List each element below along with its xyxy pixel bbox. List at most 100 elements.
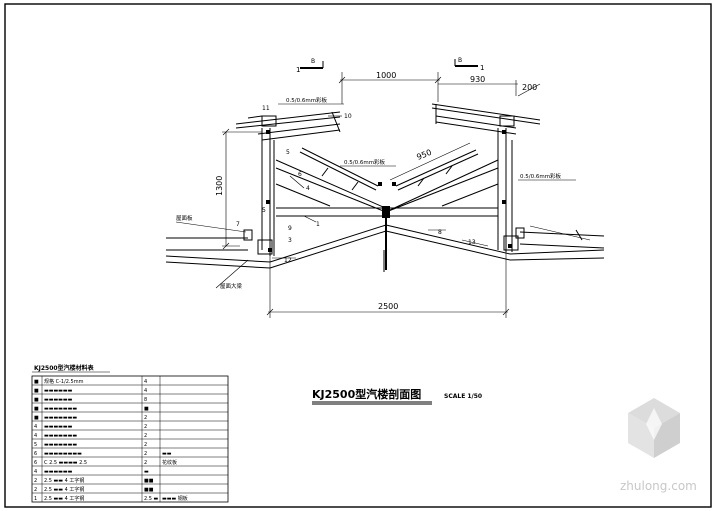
table-cell-no: 5 bbox=[34, 442, 37, 448]
callout-5b: 5 bbox=[262, 207, 266, 214]
watermark-text: zhulong.com bbox=[620, 479, 697, 493]
callout-markers: 11 10 5 4 6 7 9 1 3 12 5 8 13 bbox=[236, 105, 489, 264]
table-cell-note: ▬▬▬ 钢板 bbox=[162, 495, 188, 502]
table-cell-qty: ■■ bbox=[144, 478, 154, 484]
table-cell-no: 2 bbox=[34, 487, 37, 493]
table-cell-no: ■ bbox=[34, 415, 39, 421]
callout-4: 4 bbox=[306, 185, 310, 192]
label-left-purlin: 屋面大梁 bbox=[215, 259, 249, 290]
table-cell-no: 4 bbox=[34, 424, 37, 430]
table-cell-qty: 2 bbox=[144, 424, 147, 430]
callout-11: 11 bbox=[262, 105, 270, 112]
callout-12: 12 bbox=[284, 257, 292, 264]
sheet-label-right: 0.5/0.6mm彩板 bbox=[518, 172, 576, 181]
callout-8: 8 bbox=[438, 229, 442, 236]
table-cell-spec: ▬▬▬▬▬▬ bbox=[44, 388, 73, 394]
dimension-1300-text: 1300 bbox=[215, 176, 224, 196]
table-cell-qty: 2 bbox=[144, 433, 147, 439]
table-cell-spec: ▬▬▬▬▬▬▬ bbox=[44, 433, 77, 439]
dimension-950-text: 950 bbox=[415, 148, 433, 162]
dimension-1000: 1000 bbox=[338, 71, 442, 104]
table-cell-qty: 4 bbox=[144, 379, 147, 385]
upper-roof-right bbox=[431, 103, 541, 135]
material-table-grid bbox=[32, 376, 228, 502]
table-cell-spec: ▬▬▬▬▬▬▬ bbox=[44, 442, 77, 448]
table-cell-spec: 2.5 ▬▬ 4 工字钢 bbox=[44, 486, 84, 493]
upper-roof-left bbox=[235, 111, 341, 141]
table-cell-spec: ▬▬▬▬▬▬▬ bbox=[44, 415, 77, 421]
main-roof-right bbox=[385, 224, 605, 261]
sheet-border bbox=[4, 3, 712, 508]
svg-text:屋面板: 屋面板 bbox=[176, 214, 193, 222]
section-mark-right: B 1 bbox=[454, 57, 484, 72]
table-cell-qty: 4 bbox=[144, 388, 147, 394]
dimension-2500-text: 2500 bbox=[378, 302, 398, 311]
table-cell-qty: 8 bbox=[144, 397, 147, 403]
table-cell-spec: 2.5 ▬▬ 4 工字钢 bbox=[44, 495, 84, 502]
callout-9: 9 bbox=[288, 225, 292, 232]
drawing-title-block: KJ2500型汽楼剖面图 SCALE 1/50 bbox=[312, 387, 482, 405]
flashing-details bbox=[243, 227, 583, 272]
table-cell-no: 4 bbox=[34, 469, 37, 475]
table-cell-note: ▬▬ bbox=[162, 451, 172, 457]
dimension-950: 950 bbox=[389, 142, 471, 181]
dimension-1000-text: 1000 bbox=[376, 71, 396, 80]
table-cell-no: ■ bbox=[34, 379, 39, 385]
table-cell-no: ■ bbox=[34, 406, 39, 412]
table-cell-spec: 规格 C-1/2.5mm bbox=[44, 378, 84, 385]
label-left-flashing: 屋面板 bbox=[175, 214, 247, 233]
callout-3: 3 bbox=[288, 237, 292, 244]
watermark-logo-icon bbox=[628, 398, 680, 458]
dimension-200-text: 200 bbox=[522, 83, 537, 92]
table-cell-qty: ▬ bbox=[144, 469, 149, 475]
table-cell-no: 6 bbox=[34, 460, 37, 466]
callout-7: 7 bbox=[236, 221, 240, 228]
table-cell-qty: ■■ bbox=[144, 487, 154, 493]
section-mark-right-letter: B bbox=[458, 57, 462, 64]
left-column bbox=[257, 128, 275, 256]
table-cell-note: 花纹板 bbox=[162, 459, 177, 466]
table-cell-qty: 2 bbox=[144, 442, 147, 448]
main-roof-left bbox=[165, 224, 387, 269]
table-cell-spec: ▬▬▬▬▬▬ bbox=[44, 424, 73, 430]
dimension-1300: 1300 bbox=[215, 128, 262, 250]
table-cell-qty: ■ bbox=[144, 406, 149, 412]
section-mark-left: 1 B bbox=[296, 58, 324, 74]
drawing-scale: SCALE 1/50 bbox=[444, 393, 482, 400]
dimension-200: 200 bbox=[517, 83, 541, 97]
svg-text:屋面大梁: 屋面大梁 bbox=[220, 282, 243, 290]
table-cell-qty: 2 bbox=[144, 451, 147, 457]
table-cell-qty: 2 bbox=[144, 415, 147, 421]
section-mark-left-letter: B bbox=[311, 58, 315, 65]
table-cell-spec: C 2.5 ▬▬▬▬ 2.5 bbox=[44, 460, 87, 466]
section-mark-right-number: 1 bbox=[480, 64, 484, 72]
table-cell-spec: ▬▬▬▬▬▬▬▬ bbox=[44, 451, 82, 457]
table-cell-spec: ▬▬▬▬▬▬▬ bbox=[44, 406, 77, 412]
dimension-930-text: 930 bbox=[470, 75, 485, 84]
sheet-label-mid: 0.5/0.6mm彩板 bbox=[340, 158, 396, 167]
callout-1: 1 bbox=[316, 221, 320, 228]
svg-text:0.5/0.6mm彩板: 0.5/0.6mm彩板 bbox=[286, 96, 328, 104]
table-cell-no: 6 bbox=[34, 451, 37, 457]
svg-text:0.5/0.6mm彩板: 0.5/0.6mm彩板 bbox=[520, 172, 562, 180]
section-mark-left-number: 1 bbox=[296, 66, 300, 74]
table-cell-spec: 2.5 ▬▬ 4 工字钢 bbox=[44, 477, 84, 484]
dimension-2500: 2500 bbox=[266, 252, 510, 318]
table-cell-qty: 2.5 ▬ bbox=[144, 496, 159, 502]
callout-10: 10 bbox=[344, 113, 352, 120]
table-cell-qty: 2 bbox=[144, 460, 147, 466]
drawing-title: KJ2500型汽楼剖面图 bbox=[312, 387, 421, 401]
watermark: zhulong.com bbox=[620, 398, 697, 493]
right-column bbox=[497, 128, 519, 252]
callout-5a: 5 bbox=[286, 149, 290, 156]
bolt-markers bbox=[266, 130, 512, 252]
table-cell-no: ■ bbox=[34, 397, 39, 403]
table-cell-no: 1 bbox=[34, 496, 37, 502]
monitor-roof-section bbox=[165, 103, 605, 272]
material-table-title: KJ2500型汽楼材料表 bbox=[34, 364, 95, 372]
inner-rafters bbox=[275, 147, 499, 213]
table-cell-no: ■ bbox=[34, 388, 39, 394]
